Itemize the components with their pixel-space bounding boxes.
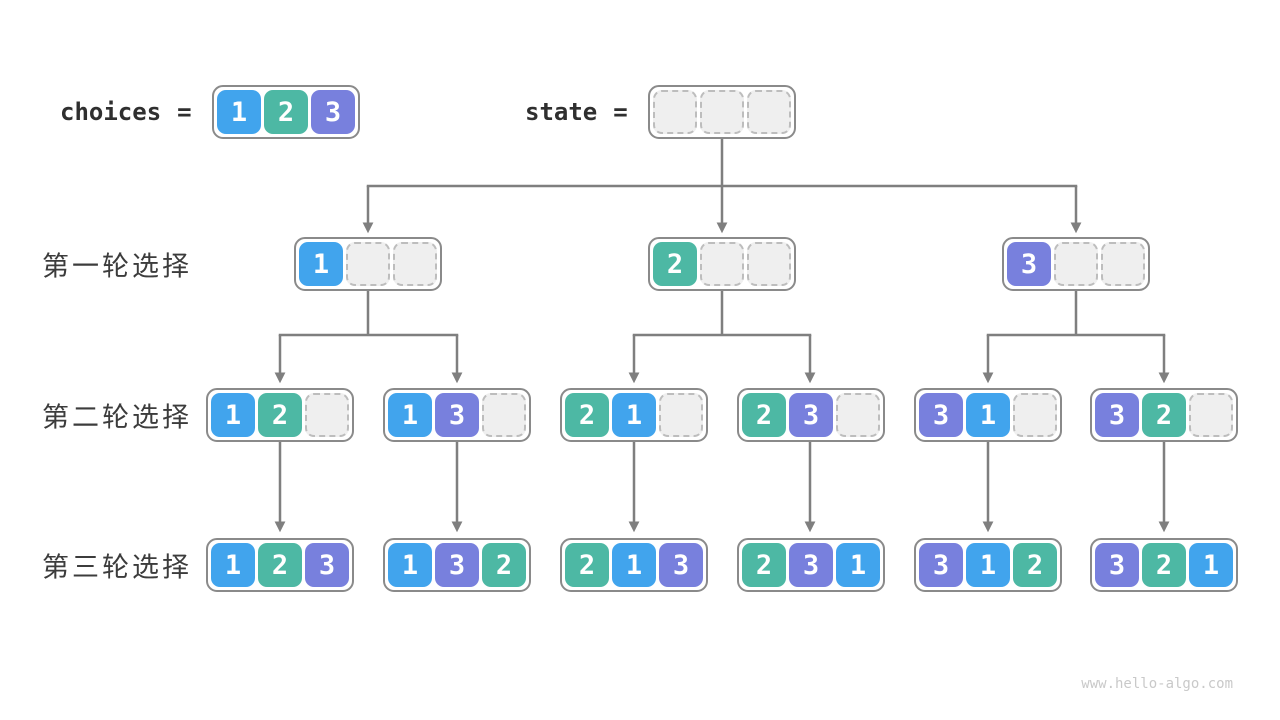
tree-node-1-2: 1 2 (206, 388, 354, 442)
array-cell: 3 (919, 393, 963, 437)
tree-node-1-3-2: 1 3 2 (383, 538, 531, 592)
tree-node-3: 3 (1002, 237, 1150, 291)
tree-node-1-3: 1 3 (383, 388, 531, 442)
choices-label-text: choices (60, 98, 162, 126)
array-cell: 1 (388, 393, 432, 437)
array-cell (653, 90, 697, 134)
tree-node-1: 1 (294, 237, 442, 291)
array-cell: 2 (565, 543, 609, 587)
array-cell: 1 (966, 543, 1010, 587)
array-cell: 3 (1095, 543, 1139, 587)
array-cell (659, 393, 703, 437)
row-label-round-3: 第三轮选择 (42, 552, 192, 584)
array-cell: 3 (789, 393, 833, 437)
array-cell: 1 (299, 242, 343, 286)
choices-label: choices = (60, 98, 192, 126)
tree-node-3-1: 3 1 (914, 388, 1062, 442)
array-cell: 2 (258, 543, 302, 587)
array-cell: 1 (1189, 543, 1233, 587)
tree-node-3-2-1: 3 2 1 (1090, 538, 1238, 592)
array-cell: 1 (966, 393, 1010, 437)
array-cell: 1 (836, 543, 880, 587)
choices-array: 1 2 3 (212, 85, 360, 139)
tree-node-2-1-3: 2 1 3 (560, 538, 708, 592)
array-cell: 3 (311, 90, 355, 134)
array-cell: 3 (305, 543, 349, 587)
tree-node-2-1: 2 1 (560, 388, 708, 442)
array-cell: 2 (742, 543, 786, 587)
array-cell: 1 (388, 543, 432, 587)
array-cell: 2 (1142, 543, 1186, 587)
array-cell (836, 393, 880, 437)
array-cell: 3 (1007, 242, 1051, 286)
tree-node-1-2-3: 1 2 3 (206, 538, 354, 592)
row-label-round-1: 第一轮选择 (42, 251, 192, 283)
array-cell: 2 (1142, 393, 1186, 437)
array-cell: 3 (789, 543, 833, 587)
state-array (648, 85, 796, 139)
array-cell (1054, 242, 1098, 286)
state-label-text: state (525, 98, 598, 126)
array-cell: 2 (565, 393, 609, 437)
array-cell: 2 (264, 90, 308, 134)
array-cell (747, 90, 791, 134)
array-cell: 1 (211, 543, 255, 587)
array-cell: 3 (435, 393, 479, 437)
state-label: state = (525, 98, 628, 126)
array-cell: 2 (1013, 543, 1057, 587)
array-cell: 3 (659, 543, 703, 587)
array-cell (305, 393, 349, 437)
tree-node-3-2: 3 2 (1090, 388, 1238, 442)
tree-node-2: 2 (648, 237, 796, 291)
array-cell: 2 (482, 543, 526, 587)
row-label-round-2: 第二轮选择 (42, 402, 192, 434)
array-cell (1013, 393, 1057, 437)
tree-node-2-3-1: 2 3 1 (737, 538, 885, 592)
array-cell: 1 (211, 393, 255, 437)
array-cell: 2 (742, 393, 786, 437)
array-cell: 1 (612, 543, 656, 587)
watermark: www.hello-algo.com (1081, 676, 1233, 692)
array-cell (346, 242, 390, 286)
array-cell: 1 (217, 90, 261, 134)
array-cell: 2 (258, 393, 302, 437)
array-cell: 3 (1095, 393, 1139, 437)
array-cell (393, 242, 437, 286)
tree-node-2-3: 2 3 (737, 388, 885, 442)
equals-sign: = (613, 98, 628, 126)
array-cell (700, 242, 744, 286)
equals-sign: = (177, 98, 192, 126)
array-cell (700, 90, 744, 134)
array-cell: 3 (919, 543, 963, 587)
array-cell (1101, 242, 1145, 286)
array-cell (1189, 393, 1233, 437)
tree-node-3-1-2: 3 1 2 (914, 538, 1062, 592)
array-cell: 2 (653, 242, 697, 286)
array-cell: 1 (612, 393, 656, 437)
array-cell (482, 393, 526, 437)
array-cell: 3 (435, 543, 479, 587)
array-cell (747, 242, 791, 286)
